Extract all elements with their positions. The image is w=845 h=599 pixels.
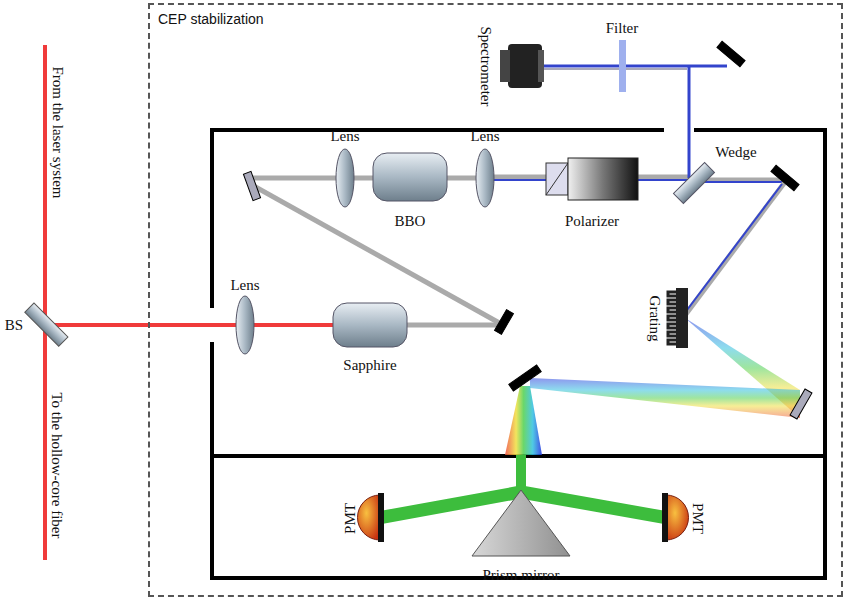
part-label: Grating — [646, 293, 663, 343]
part-label: BBO — [393, 213, 428, 230]
part-label: Wedge — [713, 144, 758, 161]
part-label: From the laser system — [49, 64, 66, 200]
part-label: Prism mirror — [480, 567, 561, 584]
part-label: PMT — [342, 501, 359, 536]
part-label: Filter — [604, 20, 641, 37]
part-label: Lens — [328, 128, 361, 145]
part-label: Lens — [228, 277, 261, 294]
part-label: Spectrometer — [478, 24, 495, 108]
part-label: To the hollow-core fiber — [49, 390, 66, 540]
region-title: CEP stabilization — [156, 11, 266, 27]
part-label: Lens — [468, 128, 501, 145]
part-label: PMT — [689, 501, 706, 536]
part-label: Sapphire — [341, 357, 398, 374]
part-label: Polarizer — [563, 213, 621, 230]
part-label: BS — [3, 317, 25, 334]
region-box: CEP stabilization — [148, 3, 843, 597]
